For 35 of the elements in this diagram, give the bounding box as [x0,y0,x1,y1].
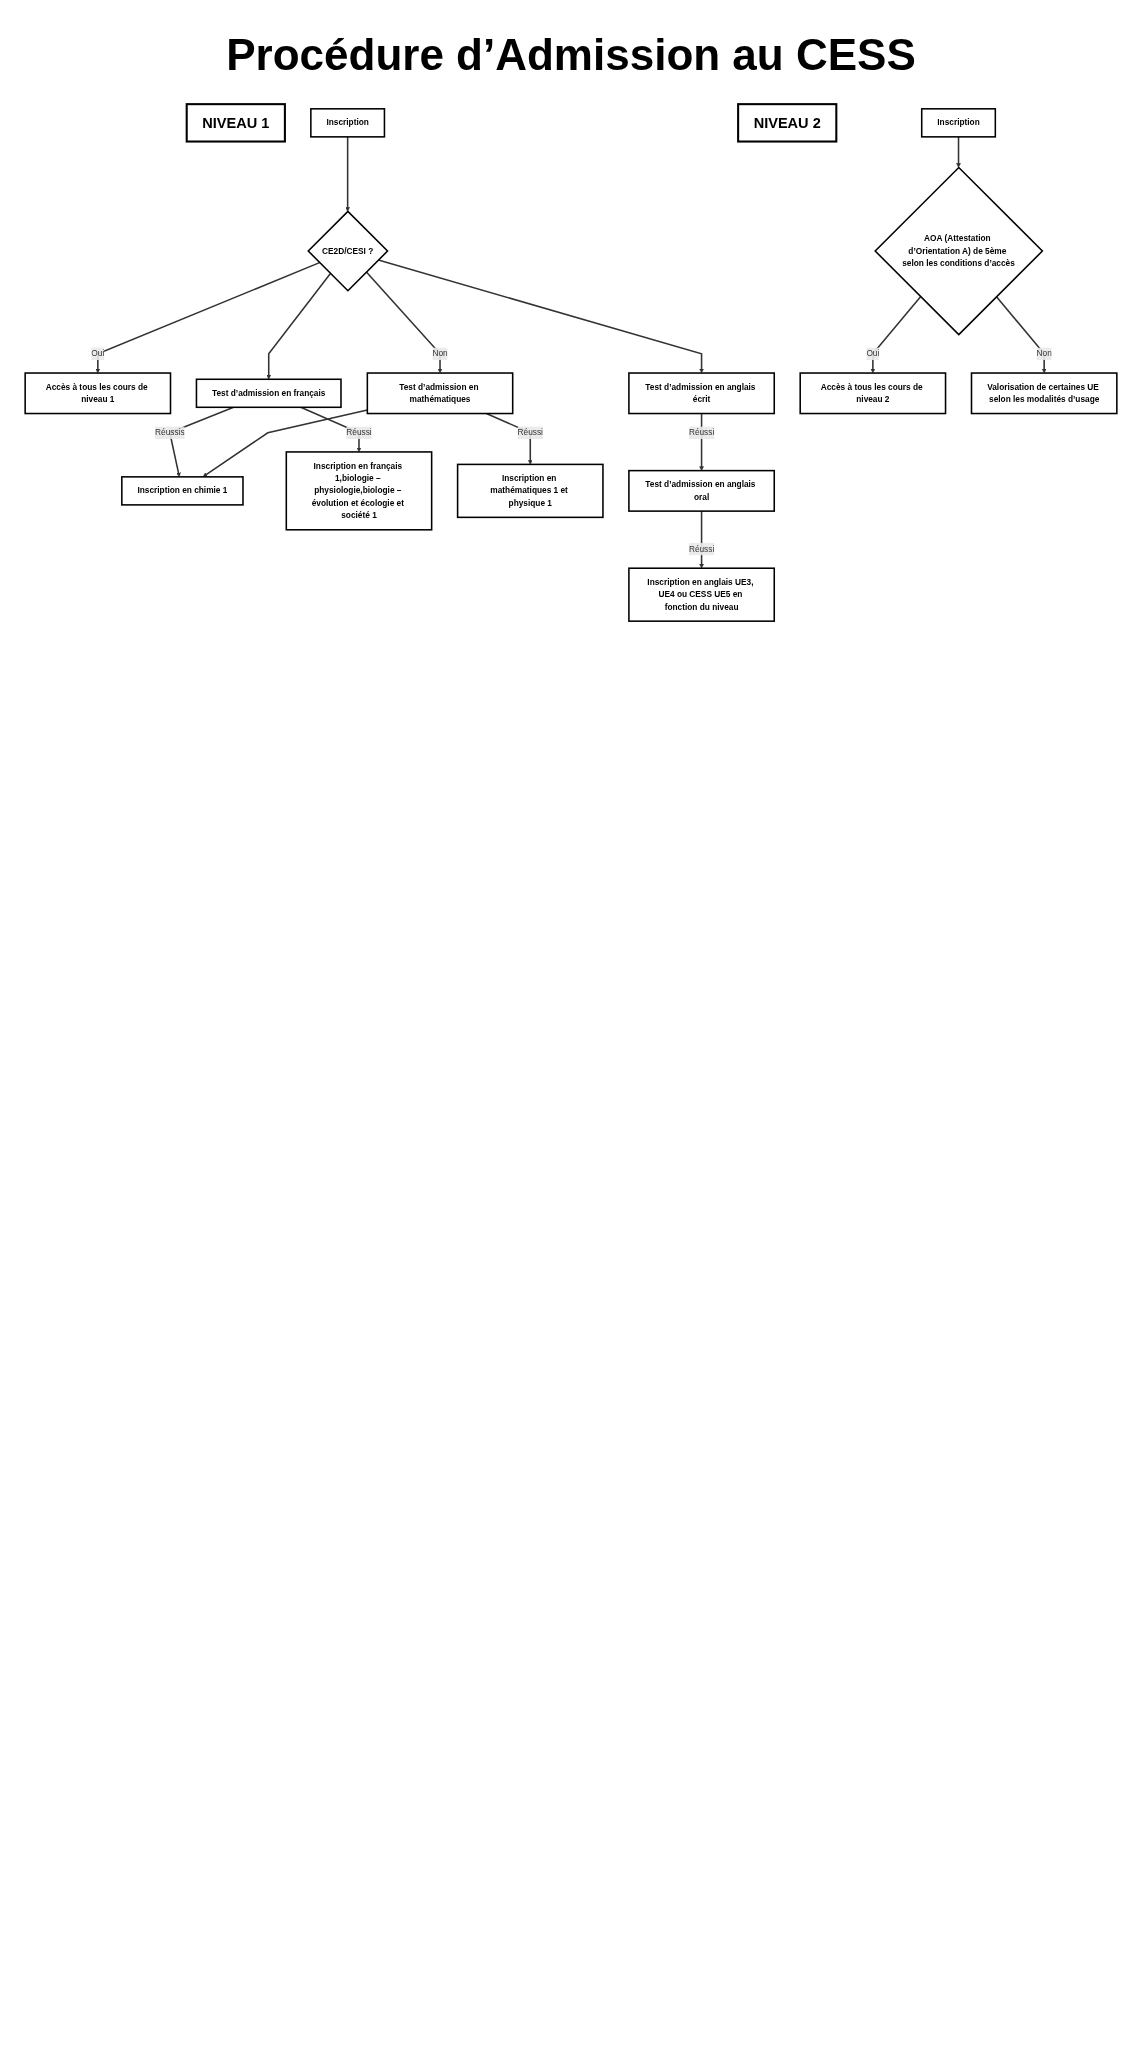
edge-label: Réussis [155,428,185,437]
node-box: Inscription [920,108,997,138]
edge-label: Réussi [517,428,543,437]
arrow [377,259,704,374]
arrow [345,136,350,212]
node-box: Inscription [310,108,386,138]
arrow [95,261,321,374]
arrow [870,295,922,374]
edge-label: Oui [91,349,105,358]
node-box: Test d’admission en français [195,378,342,409]
node-box: Inscription en mathématiques 1 et physique 1 [456,463,604,519]
edge-label: Réussi [688,544,715,554]
node-box: Test d’admission en anglais oral [628,469,776,512]
node-box: NIVEAU 1 [185,103,286,143]
node-box: Valorisation de certaines UE selon les modalités d’usage [970,372,1118,415]
node-box: NIVEAU 2 [737,103,838,143]
diagram-title: Procédure d’Admission au CESS [225,30,917,80]
edge-label: Réussi [346,428,372,437]
arrow [995,295,1047,374]
edge-label: Oui [866,349,880,358]
node-diamond: AOA (Attestation d’Orientation A) de 5ème selon les conditions d’accès [874,166,1044,336]
arrow [266,272,332,380]
node-box: Test d’admission en mathématiques [366,372,514,415]
node-box: Inscription en français 1,biologie – physiologie,biologie – évolution et écologie et société 1 [285,451,433,531]
node-box: Inscription en chimie 1 [121,476,244,506]
node-box: Test d’admission en anglais écrit [628,372,776,415]
node-box: Accès à tous les cours de niveau 2 [799,372,947,415]
edge-label: Non [432,349,448,358]
edge-label: Non [1036,349,1052,358]
node-diamond: CE2D/CESI ? [307,210,389,292]
edge-label: Réussi [688,428,715,437]
arrow [956,136,961,168]
arrow [365,271,443,374]
node-box: Accès à tous les cours de niveau 1 [24,372,172,415]
node-box: Inscription en anglais UE3, UE4 ou CESS UE5 en fonction du niveau [628,567,776,622]
